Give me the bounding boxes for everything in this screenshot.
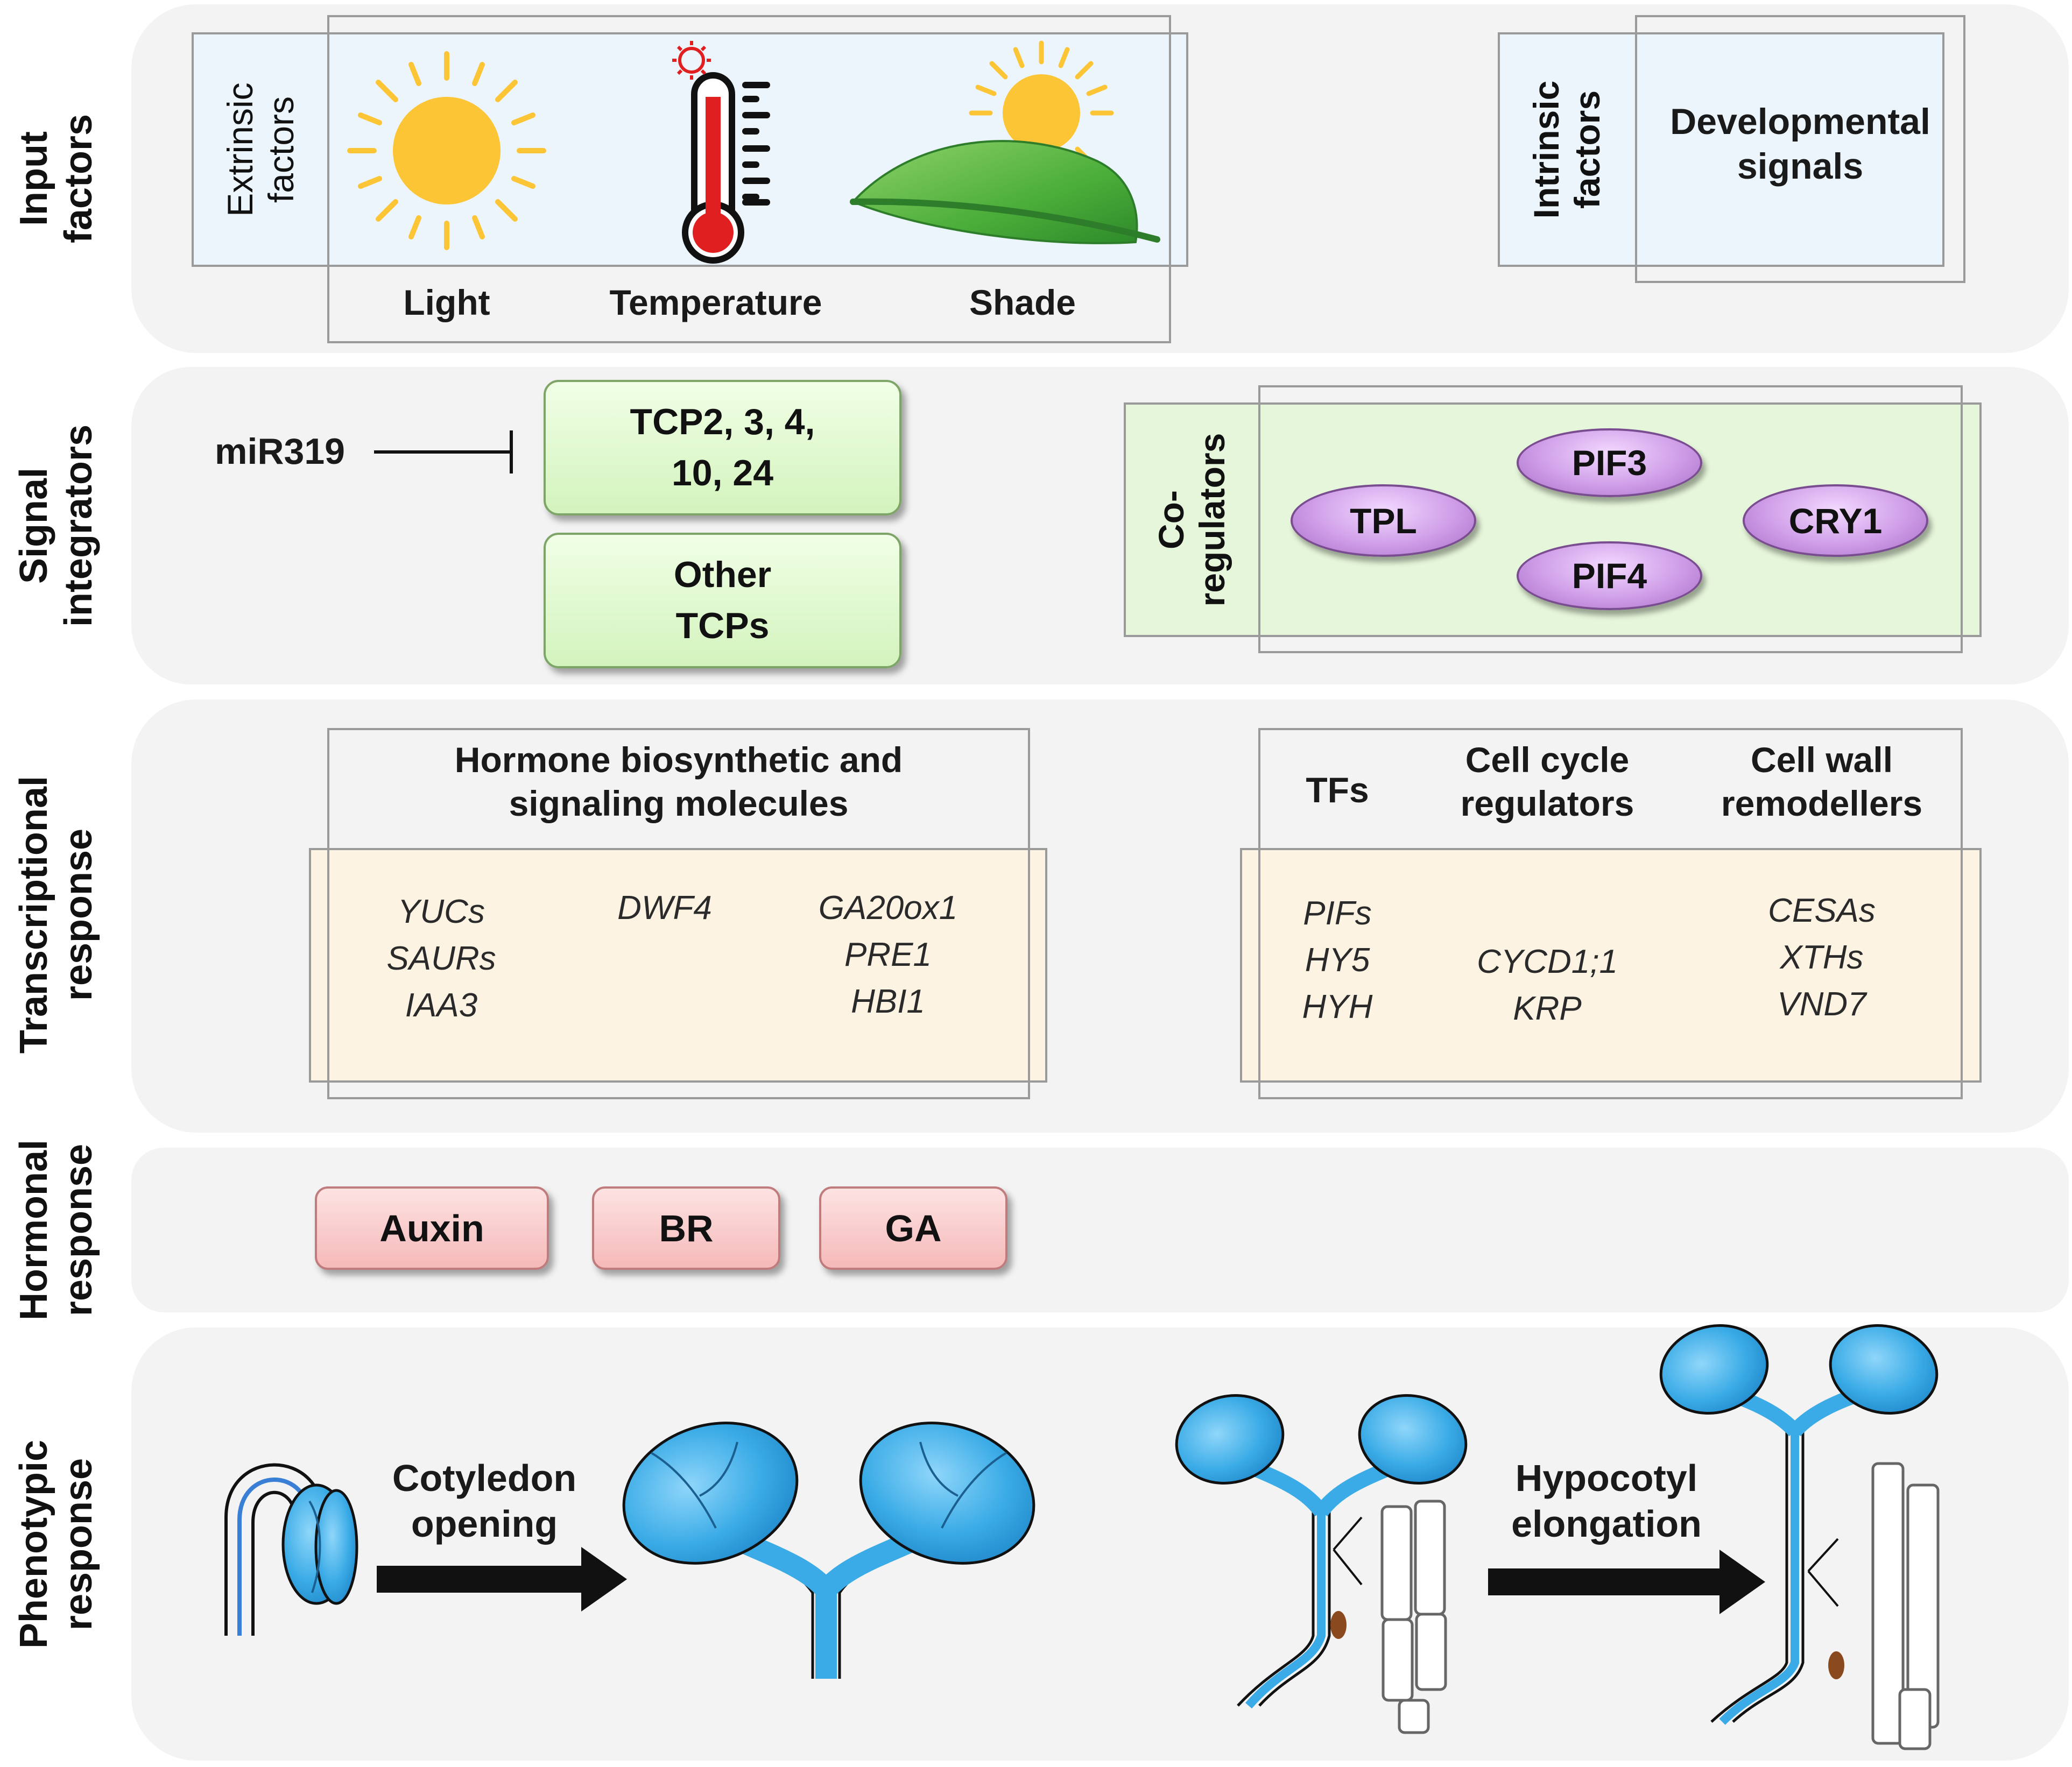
hypocotyl-elongation-label: Hypocotyl elongation [1511,1457,1702,1545]
cotyledon-opening-label: Cotyledon opening [392,1457,577,1545]
sun-icon [347,51,546,250]
pif4-protein: PIF4 [1517,541,1702,610]
tpl-protein: TPL [1291,484,1476,557]
tfs-header: TFs [1306,770,1369,810]
hormone-genes-box-fill [309,848,1047,1083]
other-genes-box-outline [1258,728,1963,1099]
intrinsic-box-outline [1635,15,1965,283]
phenotypic-panel [131,1327,2069,1761]
shade-label: Shade [969,282,1076,322]
row-label-phenotypic-response: Phenotypic response [12,1439,100,1649]
row-label-transcriptional-response: Transcriptional response [12,775,100,1054]
pif3-protein: PIF3 [1517,428,1702,497]
short-hypocotyl-seedling-icon [1175,1394,1468,1734]
opened-seedling-icon [622,1422,1035,1679]
tcp-other-box: Other TCPs [544,533,901,668]
hormone-genes-br: DWF4 [617,889,712,927]
mir319-inhibition [374,430,513,473]
mir319-label: miR319 [215,431,345,472]
hormone-genes-ga: GA20ox1 PRE1 HBI1 [818,889,958,1020]
extrinsic-factors-label: Extrinsic factors [220,82,301,217]
cotyledon-opening-arrow [377,1547,627,1611]
coregulators-label: Co- regulators [1151,433,1232,607]
tf-genes: PIFs HY5 HYH [1302,895,1373,1026]
cry1-protein: CRY1 [1743,484,1928,557]
cell-wall-header: Cell wall remodellers [1721,740,1923,823]
row-label-hormonal-response: Hormonal response [12,1139,100,1321]
light-label: Light [403,282,490,322]
tcp-main-box: TCP2, 3, 4, 10, 24 [544,380,901,515]
ga-box: GA [819,1186,1007,1270]
other-genes-box-fill [1240,848,1982,1083]
long-hypocotyl-seedling-icon [1659,1324,1940,1750]
thermometer-icon [672,41,770,264]
intrinsic-box-fill [1498,32,1944,267]
cell-wall-genes: CESAs XTHs VND7 [1768,892,1876,1023]
cell-cycle-header: Cell cycle regulators [1460,740,1634,823]
cell-cycle-genes: CYCD1;1 KRP [1477,943,1618,1027]
hypocotyl-elongation-arrow [1488,1550,1765,1614]
shade-icon [850,40,1160,244]
hormone-genes-auxin: YUCs SAURs IAA3 [386,893,496,1024]
developmental-signals-label: Developmental signals [1670,101,1930,187]
row-label-signal-integrators: Signal integrators [12,424,100,627]
intrinsic-factors-label: Intrinsic factors [1526,80,1607,219]
hormone-genes-box-outline [327,728,1030,1099]
auxin-box: Auxin [315,1186,549,1270]
row-label-input-factors: Input factors [12,114,100,244]
temperature-label: Temperature [609,282,822,322]
hooked-seedling-icon [224,1463,358,1636]
br-box: BR [592,1186,780,1270]
hormone-genes-header: Hormone biosynthetic and signaling molec… [454,740,903,823]
